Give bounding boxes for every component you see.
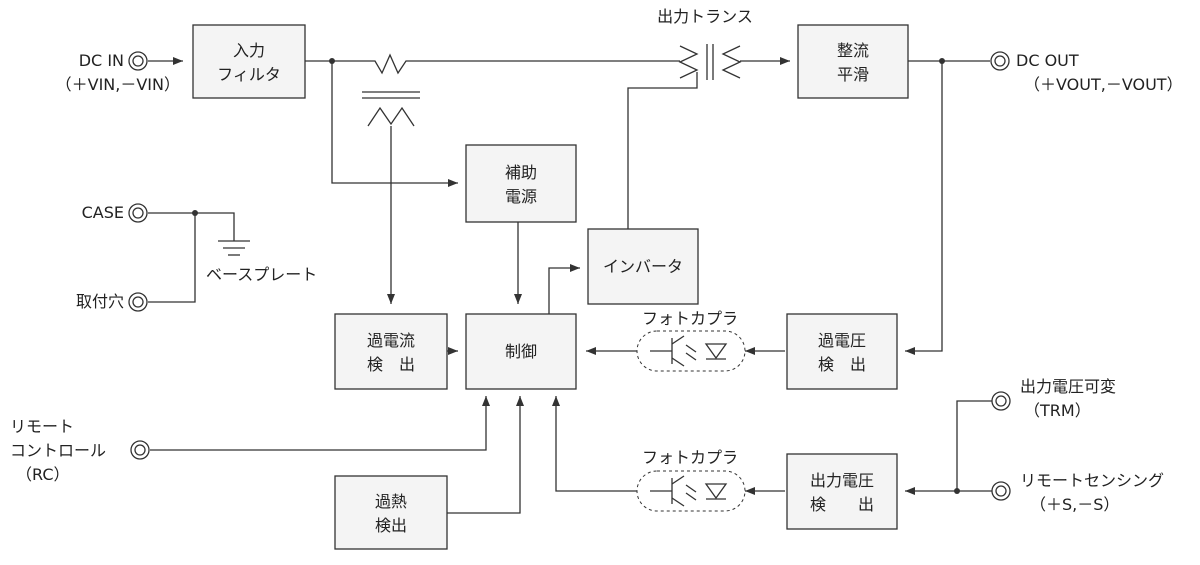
base-plate-ground-icon xyxy=(218,240,250,256)
inverter-label: インバータ xyxy=(603,257,683,276)
base-plate-label: ベースプレート xyxy=(206,265,317,284)
overheat-line1: 過熱 xyxy=(375,492,407,511)
block-rectifier: 整流 平滑 xyxy=(797,24,909,99)
arrowheads xyxy=(173,57,915,495)
remote-control-label-3: （RC） xyxy=(16,465,70,484)
rectifier-line1: 整流 xyxy=(837,41,869,60)
block-overvoltage: 過電圧 検 出 xyxy=(786,313,898,390)
trim-sub-label: （TRM） xyxy=(1024,401,1091,420)
case-label: CASE xyxy=(82,203,124,222)
junction-dots xyxy=(192,58,960,494)
photocoupler-bottom xyxy=(636,470,746,512)
block-output-voltage-detect: 出力電圧 検 出 xyxy=(786,453,898,530)
overheat-line2: 検出 xyxy=(375,516,407,535)
block-overheat: 過熱 検出 xyxy=(334,475,448,550)
output-transformer xyxy=(678,44,742,80)
block-control: 制御 xyxy=(465,313,577,390)
trim-label: 出力電圧可変 xyxy=(1020,377,1116,396)
control-label: 制御 xyxy=(505,342,537,361)
terminal-remote-control xyxy=(130,440,150,460)
output-voltage-detect-line1: 出力電圧 xyxy=(810,471,874,490)
remote-sensing-label: リモートセンシング xyxy=(1020,471,1164,490)
transformer-label: 出力トランス xyxy=(657,7,753,26)
mount-hole-label: 取付穴 xyxy=(76,292,124,311)
input-filter-line2: フィルタ xyxy=(217,65,281,84)
aux-power-line1: 補助 xyxy=(505,163,537,182)
terminal-dc-in xyxy=(128,51,148,71)
dc-out-sub-label: （＋VOUT,－VOUT） xyxy=(1024,75,1183,94)
input-filter-line1: 入力 xyxy=(233,41,265,60)
output-voltage-detect-line2: 検 出 xyxy=(810,495,874,514)
terminal-dc-out xyxy=(990,51,1010,71)
photocoupler-top xyxy=(636,330,746,372)
dc-in-sub-label: （＋VIN,－VIN） xyxy=(56,75,180,94)
dc-out-label: DC OUT xyxy=(1016,51,1079,70)
rectifier-line2: 平滑 xyxy=(837,65,869,84)
dc-in-label: DC IN xyxy=(79,51,124,70)
terminal-trim xyxy=(991,391,1011,411)
aux-power-line2: 電源 xyxy=(505,187,537,206)
remote-control-label-2: コントロール xyxy=(10,441,106,460)
remote-control-label-1: リモート xyxy=(10,417,74,436)
current-transformer xyxy=(362,91,420,127)
overcurrent-line2: 検 出 xyxy=(367,355,415,374)
block-inverter: インバータ xyxy=(587,228,699,305)
block-input-filter: 入力 フィルタ xyxy=(192,24,306,99)
wires xyxy=(148,53,992,514)
block-overcurrent: 過電流 検 出 xyxy=(334,313,448,390)
remote-sensing-sub-label: （＋S,－S） xyxy=(1030,495,1119,514)
overcurrent-line1: 過電流 xyxy=(367,331,415,350)
terminal-remote-sensing xyxy=(991,481,1011,501)
terminal-mount-hole xyxy=(128,292,148,312)
terminal-case xyxy=(128,203,148,223)
block-aux-power: 補助 電源 xyxy=(465,144,577,223)
photocoupler-top-label: フォトカプラ xyxy=(642,309,738,328)
overvoltage-line2: 検 出 xyxy=(818,355,866,374)
overvoltage-line1: 過電圧 xyxy=(818,331,866,350)
photocoupler-bottom-label: フォトカプラ xyxy=(642,448,738,467)
